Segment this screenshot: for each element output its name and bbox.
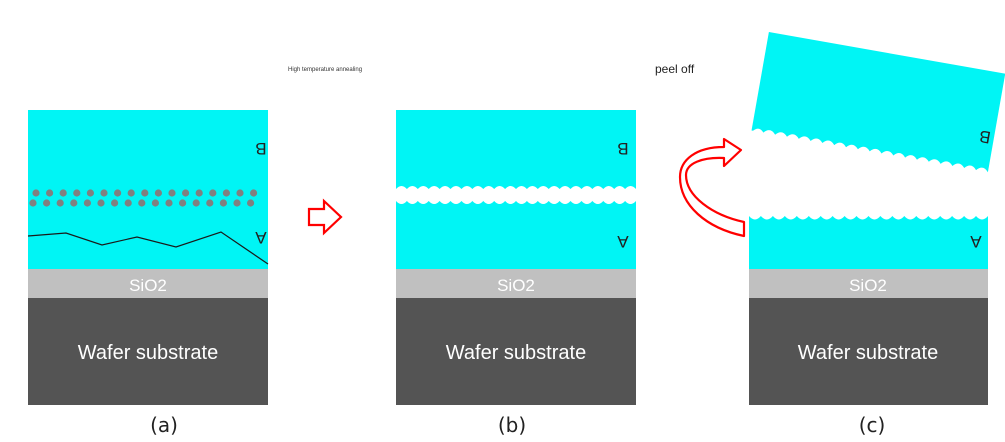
panel-c-oxide-label: SiO2 bbox=[849, 276, 887, 295]
panel-a-film bbox=[28, 110, 268, 269]
panel-a-letter-b: B bbox=[255, 139, 266, 158]
ion-dot bbox=[111, 199, 119, 207]
ion-dot bbox=[195, 189, 203, 197]
ion-dot bbox=[70, 199, 78, 207]
panel-c-substrate-label: Wafer substrate bbox=[798, 342, 938, 364]
ion-dot bbox=[206, 199, 214, 207]
panel-b-substrate-label: Wafer substrate bbox=[446, 342, 586, 364]
ion-dot bbox=[59, 189, 67, 197]
ion-dot bbox=[32, 189, 40, 197]
ion-dot bbox=[236, 189, 244, 197]
outline-right-arrow-icon bbox=[307, 198, 343, 236]
panel-a-substrate-label: Wafer substrate bbox=[78, 342, 218, 364]
split-gap bbox=[396, 186, 636, 204]
curved-arrow-icon bbox=[678, 137, 746, 238]
panel-b-oxide-layer bbox=[396, 269, 636, 298]
ion-dot bbox=[219, 199, 227, 207]
ion-dot bbox=[168, 189, 176, 197]
ion-dot bbox=[56, 199, 64, 207]
panel-b-letter-b: B bbox=[617, 139, 628, 158]
panel-a-letter-a: A bbox=[255, 228, 267, 247]
panel-a-oxide-layer bbox=[28, 269, 268, 298]
implanted-ion-dots bbox=[29, 189, 258, 207]
panel-b-letter-a: A bbox=[617, 232, 629, 251]
ion-dot bbox=[43, 199, 51, 207]
ion-dot bbox=[209, 189, 217, 197]
panel-a-substrate bbox=[28, 298, 268, 405]
panel-b-substrate bbox=[396, 298, 636, 405]
ion-dot bbox=[138, 199, 146, 207]
ion-dot bbox=[100, 189, 108, 197]
ion-dot bbox=[124, 199, 132, 207]
ion-dot bbox=[233, 199, 241, 207]
ion-dot bbox=[86, 189, 94, 197]
rough-interface-line bbox=[27, 231, 269, 265]
ion-dot bbox=[182, 189, 190, 197]
panel-a-caption: (a) bbox=[150, 413, 178, 437]
ion-dot bbox=[141, 189, 149, 197]
panel-b-oxide-label: SiO2 bbox=[497, 276, 535, 295]
ion-dot bbox=[222, 189, 230, 197]
peeled-film-b: B bbox=[750, 32, 1005, 177]
ion-dot bbox=[127, 189, 135, 197]
panel-c-caption: (c) bbox=[859, 413, 886, 437]
panel-a-oxide-label: SiO2 bbox=[129, 276, 167, 295]
panel-b: B A SiO2 Wafer substrate (b) bbox=[396, 110, 636, 437]
panel-a: B A SiO2 Wafer substrate (a) bbox=[27, 110, 269, 437]
panel-c-letter-b: B bbox=[978, 126, 992, 147]
panel-c-letter-a: A bbox=[970, 232, 982, 251]
ion-dot bbox=[247, 199, 255, 207]
ion-dot bbox=[29, 199, 37, 207]
ion-dot bbox=[154, 189, 162, 197]
panel-c-oxide-layer bbox=[749, 269, 988, 298]
annealing-label: High temperature annealing bbox=[288, 67, 362, 73]
panel-c-substrate bbox=[749, 298, 988, 405]
panel-c-rough-surface bbox=[749, 213, 988, 220]
ion-dot bbox=[179, 199, 187, 207]
ion-dot bbox=[250, 189, 258, 197]
panel-c: B A SiO2 Wafer substrate (c) bbox=[749, 32, 1005, 437]
ion-dot bbox=[46, 189, 54, 197]
ion-dot bbox=[192, 199, 200, 207]
panel-c-remaining-film bbox=[749, 215, 988, 269]
ion-dot bbox=[97, 199, 105, 207]
ion-dot bbox=[114, 189, 122, 197]
ion-dot bbox=[151, 199, 159, 207]
ion-dot bbox=[73, 189, 81, 197]
peel-off-label: peel off bbox=[655, 62, 695, 76]
ion-dot bbox=[165, 199, 173, 207]
ion-dot bbox=[83, 199, 91, 207]
panel-b-caption: (b) bbox=[498, 413, 526, 437]
